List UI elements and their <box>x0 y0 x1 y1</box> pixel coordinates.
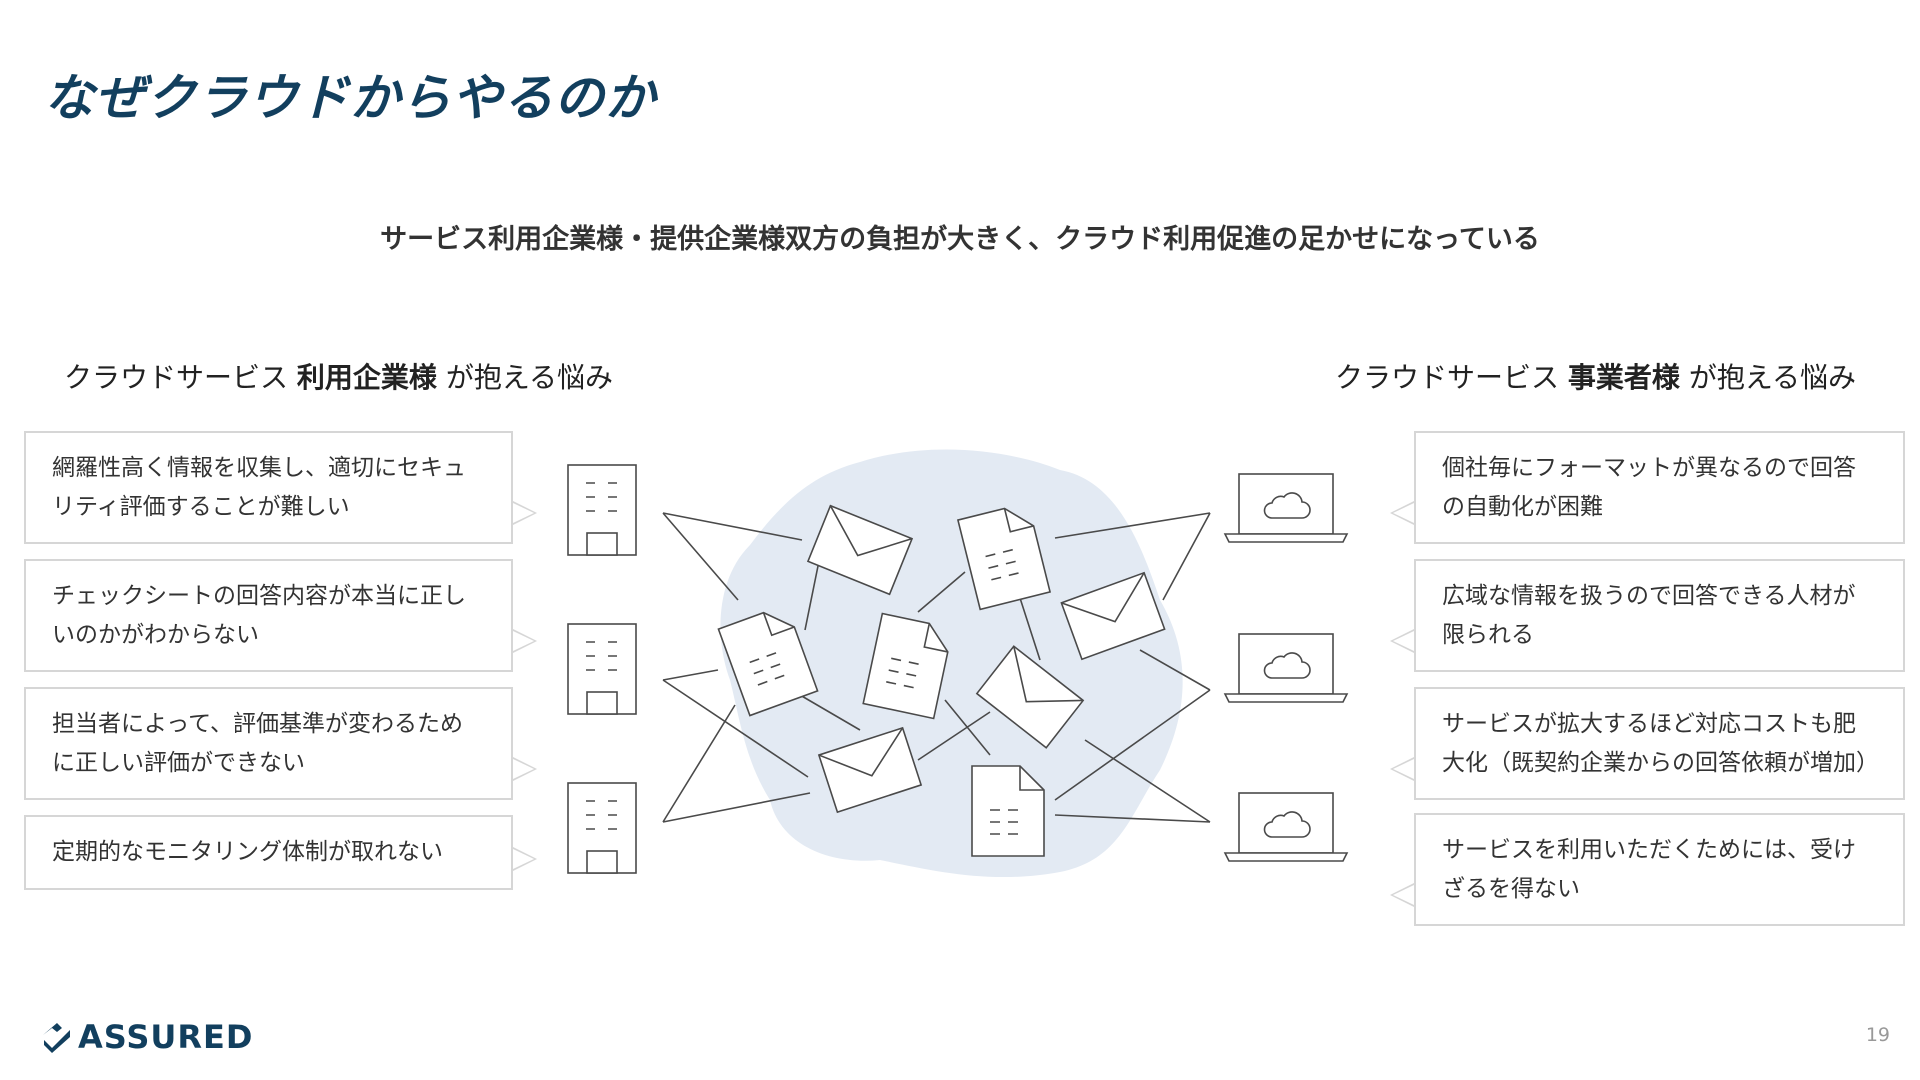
left-column-header: クラウドサービス 利用企業様 が抱える悩み <box>64 361 613 394</box>
cloud-laptop-icon <box>1223 633 1349 703</box>
envelope-icon <box>817 726 923 814</box>
logo-text: ASSURED <box>78 1018 254 1056</box>
provider-issue-bubble: サービスが拡大するほど対応コストも肥大化（既契約企業からの回答依頼が増加） <box>1390 687 1905 800</box>
cloud-laptop-icon <box>1223 473 1349 543</box>
document-icon <box>717 611 819 717</box>
envelope-icon <box>806 504 914 596</box>
page-subtitle: サービス利用企業様・提供企業様双方の負担が大きく、クラウド利用促進の足かせになっ… <box>380 224 1540 255</box>
assured-logo: ASSURED <box>40 1018 253 1056</box>
envelope-icon <box>1060 571 1166 661</box>
assured-logo-mark-icon <box>43 1023 70 1053</box>
provider-issue-bubble: サービスを利用いただくためには、受けざるを得ない <box>1390 813 1905 926</box>
right-column-header: クラウドサービス 事業者様 が抱える悩み <box>1335 361 1856 394</box>
document-icon <box>956 507 1052 611</box>
cloud-laptop-icon <box>1223 792 1349 862</box>
building-icon <box>567 464 637 556</box>
connection-lines <box>662 512 1211 823</box>
page-number: 19 <box>1865 1024 1890 1046</box>
provider-issue-bubble: 広域な情報を扱うので回答できる人材が限られる <box>1390 559 1905 672</box>
document-icon <box>971 765 1045 857</box>
user-issue-bubble: チェックシートの回答内容が本当に正しいのかがわからない <box>24 559 537 672</box>
document-icon <box>862 612 949 720</box>
user-issue-bubble: 網羅性高く情報を収集し、適切にセキュリティ評価することが難しい <box>24 431 537 544</box>
envelope-icon <box>975 645 1085 749</box>
user-issue-bubble: 担当者によって、評価基準が変わるために正しい評価ができない <box>24 687 537 800</box>
page-title: なぜクラウドからやるのか <box>44 68 656 127</box>
building-icon <box>567 782 637 874</box>
building-icon <box>567 623 637 715</box>
provider-issue-bubble: 個社毎にフォーマットが異なるので回答の自動化が困難 <box>1390 431 1905 544</box>
user-issue-bubble: 定期的なモニタリング体制が取れない <box>24 815 537 890</box>
